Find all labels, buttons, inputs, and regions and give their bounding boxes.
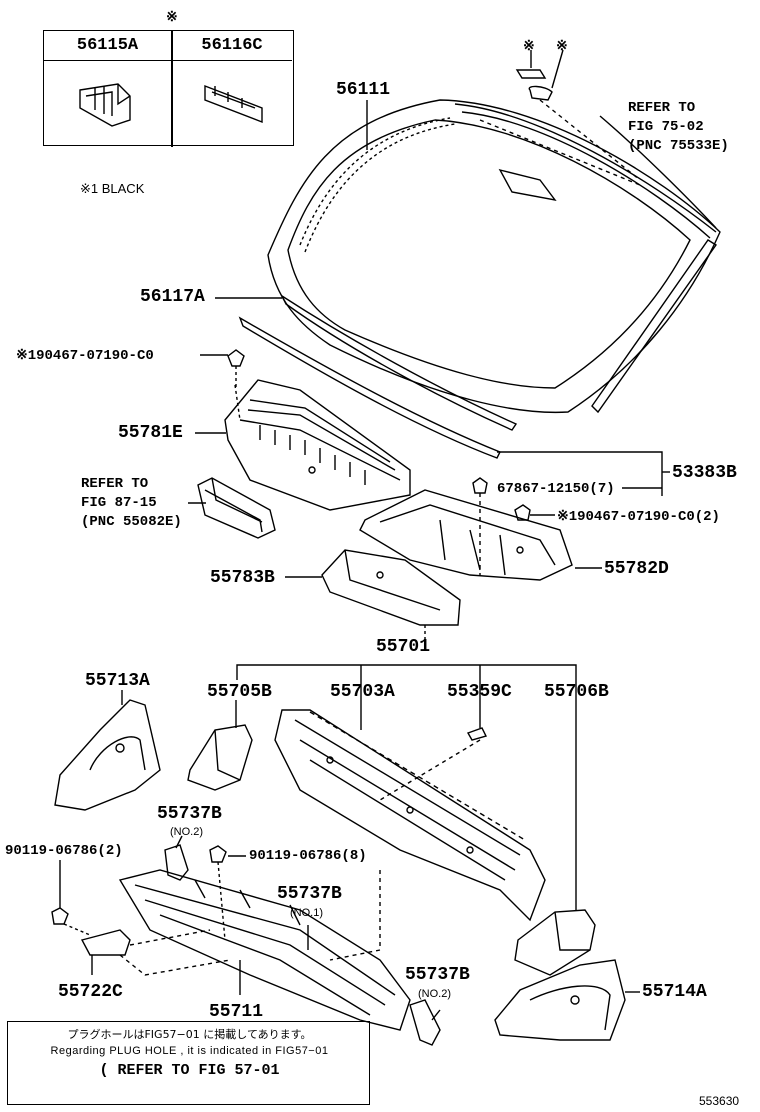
label-53383b[interactable]: 53383B: [672, 463, 737, 483]
cowl-panel-55703a-drawing: [274, 709, 546, 922]
table-col1-part[interactable]: 56115A: [44, 31, 172, 61]
clip-56116c-drawing: [204, 84, 263, 124]
clip-top-2: [528, 85, 553, 101]
plug-hole-note: プラグホールはFIG57−01 に掲載してあります。 Regarding PLU…: [7, 1021, 370, 1105]
refer-top-line1: REFER TO: [628, 100, 696, 116]
label-90467-right[interactable]: ※190467-07190-C0(2): [557, 509, 720, 525]
label-55737b-top[interactable]: 55737B: [157, 804, 222, 824]
dam-strip-upper: [280, 294, 518, 431]
label-55714a[interactable]: 55714A: [642, 982, 707, 1002]
refer-left-line1: REFER TO: [81, 476, 149, 492]
note-black: ※1 BLACK: [80, 181, 145, 196]
label-55737b-top-sub: (NO.2): [170, 826, 203, 838]
clip-56115a-drawing: [79, 83, 131, 127]
header-asterisk: ※: [166, 10, 178, 26]
label-55737b-bot[interactable]: 55737B: [405, 965, 470, 985]
plug-note-en: Regarding PLUG HOLE , it is indicated in…: [50, 1045, 329, 1057]
cowl-louver-drawing: [224, 379, 411, 511]
reference-table: 56115A 56116C: [43, 30, 294, 147]
duct-drawing: [197, 477, 276, 539]
label-55703a[interactable]: 55703A: [330, 682, 395, 702]
label-55781e[interactable]: 55781E: [118, 423, 183, 443]
clip-asterisk-1: ※: [523, 39, 535, 55]
side-panel-left-drawing: [54, 699, 161, 811]
refer-top-line2[interactable]: FIG 75-02: [628, 119, 704, 135]
label-55722c[interactable]: 55722C: [58, 982, 123, 1002]
label-55359c[interactable]: 55359C: [447, 682, 512, 702]
table-divider: [171, 31, 173, 147]
bracket-55706b-drawing: [514, 909, 596, 976]
clip-top-1: [515, 69, 547, 79]
table-col2-part[interactable]: 56116C: [172, 31, 292, 61]
label-55705b[interactable]: 55705B: [207, 682, 272, 702]
refer-left-line2[interactable]: FIG 87-15: [81, 495, 157, 511]
label-55706b[interactable]: 55706B: [544, 682, 609, 702]
label-55701[interactable]: 55701: [376, 637, 431, 657]
lower-cowl-panel-drawing: [118, 869, 411, 1031]
label-55711[interactable]: 55711: [209, 1002, 264, 1022]
bracket-55705b-drawing: [187, 724, 253, 791]
label-56117a[interactable]: 56117A: [140, 287, 205, 307]
side-panel-right-drawing: [494, 959, 626, 1041]
label-55782d[interactable]: 55782D: [604, 559, 669, 579]
windshield-outline: [267, 99, 721, 414]
refer-left-line3[interactable]: (PNC 55082E): [81, 514, 182, 530]
label-55737b-mid-sub: (NO.1): [290, 907, 323, 919]
label-55713a[interactable]: 55713A: [85, 671, 150, 691]
label-55783b[interactable]: 55783B: [210, 568, 275, 588]
plug-note-ref[interactable]: ( REFER TO FIG 57-01: [99, 1062, 280, 1079]
label-55737b-bot-sub: (NO.2): [418, 988, 451, 1000]
label-67867[interactable]: 67867-12150(7): [497, 481, 615, 497]
label-90467-left[interactable]: ※190467-07190-C0: [16, 348, 154, 364]
dam-strip-lower: [238, 316, 501, 459]
cowl-panel-55782d-drawing: [359, 489, 573, 581]
figure-id: 553630: [699, 1094, 740, 1108]
label-90119-mid[interactable]: 90119-06786(8): [249, 848, 367, 864]
plug-note-jp: プラグホールはFIG57−01 に掲載してあります。: [67, 1028, 312, 1041]
refer-top-line3[interactable]: (PNC 75533E): [628, 138, 729, 154]
label-90119-left[interactable]: 90119-06786(2): [5, 843, 123, 859]
cowl-panel-55783b-drawing: [321, 549, 461, 626]
clip-asterisk-2: ※: [556, 39, 568, 55]
label-56111[interactable]: 56111: [336, 80, 391, 100]
label-55737b-mid[interactable]: 55737B: [277, 884, 342, 904]
